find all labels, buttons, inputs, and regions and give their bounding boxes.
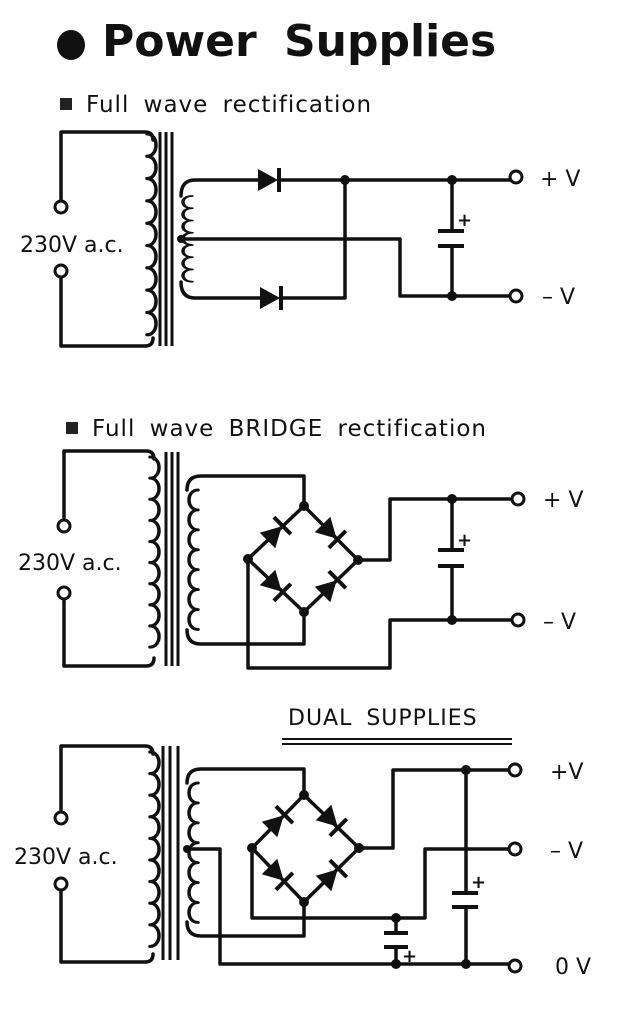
output-terminal-negative [510,612,526,628]
primary-coil [145,132,158,337]
bridge-rectifier [247,790,364,907]
input-terminal [56,518,72,534]
input-label: 230V a.c. [14,845,118,870]
input-terminal [56,585,72,601]
input-terminal [53,810,69,826]
section-heading-text: Full wave rectification [86,92,373,118]
capacitor-small: + [384,916,417,967]
output-label-negative: – V [542,285,575,310]
transformer-core [158,132,174,346]
output-label-negative: – V [550,839,583,864]
underline-1 [282,738,512,740]
output-label-zero: 0 V [555,955,591,980]
transformer-core [164,452,180,666]
circuit-full-wave: 230V a.c. + + V – V [20,130,580,348]
capacitor: + [438,497,472,622]
diode-top [256,166,281,194]
polarity-mark: + [457,530,472,551]
square-bullet-icon [66,421,78,434]
output-terminal-negative [507,841,523,857]
secondary-coil [187,781,200,925]
input-label: 230V a.c. [20,233,124,258]
output-terminal-positive [507,762,523,778]
output-label-positive: +V [550,760,583,785]
input-label: 230V a.c. [18,551,122,576]
circuit-dual-supplies: 230V a.c. [14,744,591,980]
title-bullet-icon [57,30,85,60]
primary-coil [148,455,161,649]
underline-2 [282,743,512,745]
section-heading-text: Full wave BRIDGE rectification [92,416,487,442]
polarity-mark: + [471,872,486,893]
transformer-core [161,746,180,960]
polarity-mark: + [457,210,472,231]
primary-coil [148,750,161,949]
output-label-positive: + V [543,488,583,513]
output-label-negative: – V [543,610,576,635]
polarity-mark: + [402,946,417,967]
circuit-bridge: 230V a.c. + [18,449,583,670]
output-terminal-positive [508,169,524,185]
section-heading-bridge: Full wave BRIDGE rectification [66,416,487,442]
section-heading-full-wave: Full wave rectification [60,92,372,118]
capacitor: + [438,178,472,298]
capacitor: + [452,768,486,966]
page-title: Power Supplies [102,16,497,67]
output-terminal-zero [507,958,523,974]
secondary-coil [187,488,200,632]
output-label-positive: + V [540,167,580,192]
output-terminal-positive [510,491,526,507]
input-terminal [53,263,69,279]
output-terminal-negative [508,288,524,304]
diode-bottom [258,284,283,312]
bridge-rectifier [243,501,363,617]
input-terminal [53,876,69,892]
square-bullet-icon [60,97,72,110]
input-terminal [53,199,69,215]
section-heading-dual-supplies: DUAL SUPPLIES [288,706,478,731]
